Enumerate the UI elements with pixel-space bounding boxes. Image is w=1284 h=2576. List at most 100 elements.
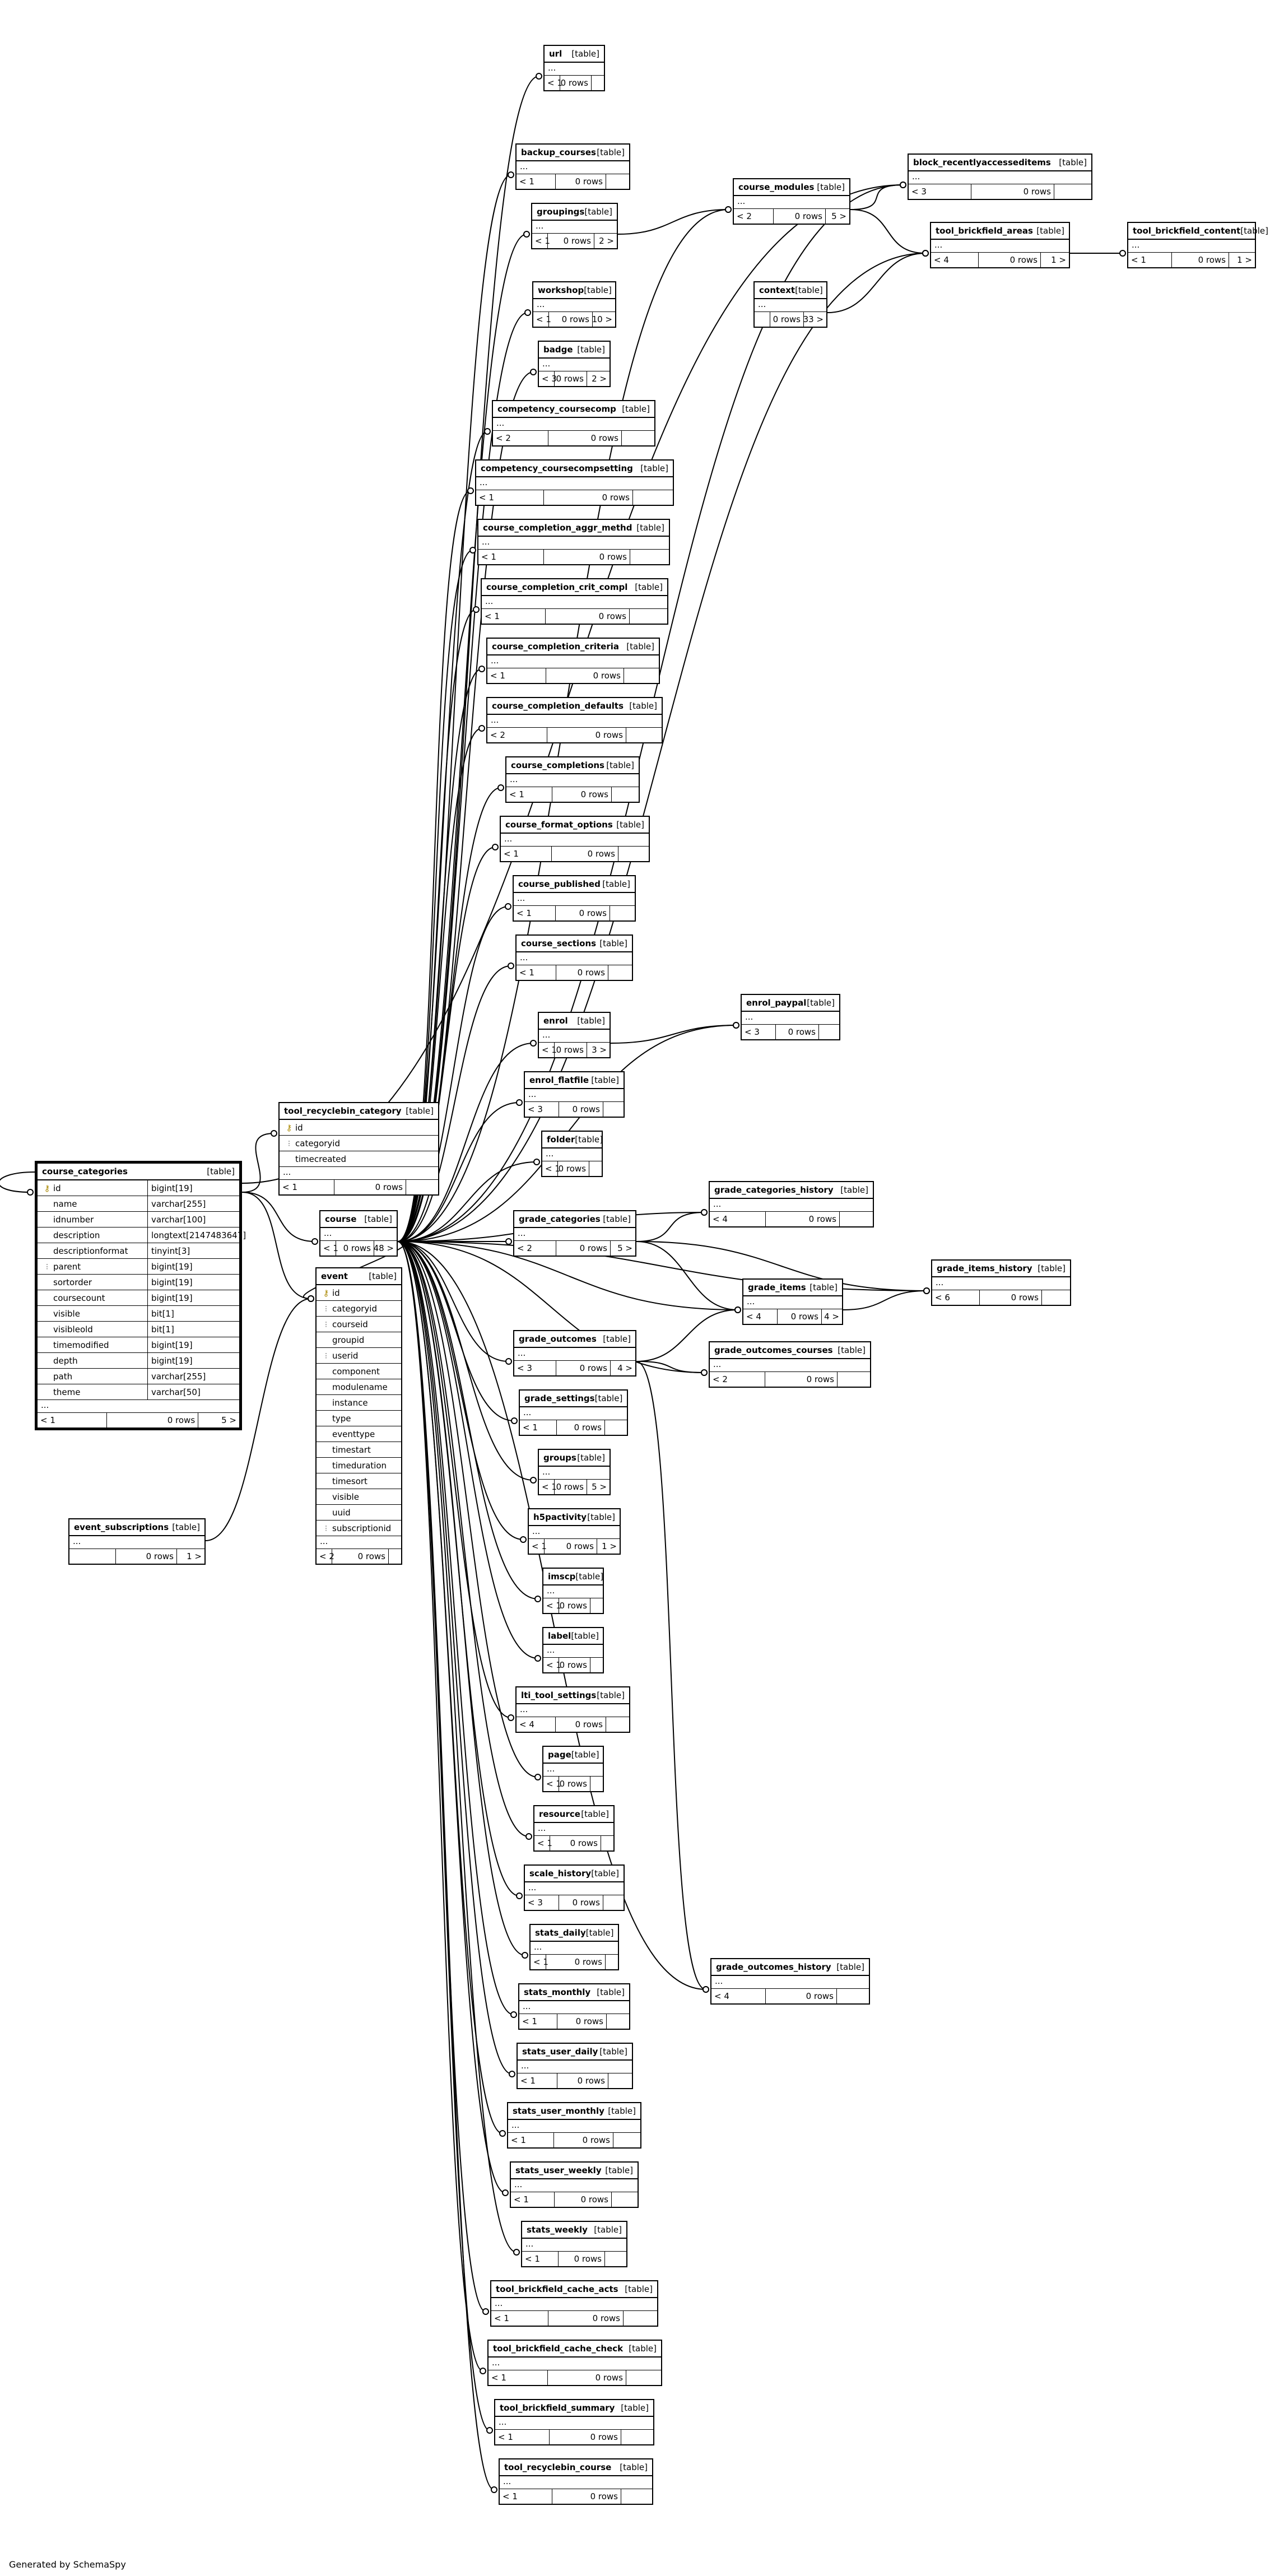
table-header[interactable]: stats_user_monthly[table] [508, 2103, 640, 2120]
table-header[interactable]: grade_settings[table] [520, 1391, 627, 1407]
table-header[interactable]: lti_tool_settings[table] [517, 1687, 629, 1704]
table-header[interactable]: badge[table] [539, 342, 610, 359]
table-name[interactable]: stats_user_daily [522, 2047, 598, 2057]
column-row[interactable]: component [317, 1364, 401, 1379]
table-name[interactable]: groups [543, 1453, 576, 1463]
column-row[interactable]: timecreated [280, 1151, 438, 1167]
table-header[interactable]: competency_coursecompsetting[table] [476, 461, 673, 477]
table-name[interactable]: grade_outcomes_history [716, 1962, 831, 1972]
table-header[interactable]: stats_weekly[table] [522, 2222, 626, 2239]
table-header[interactable]: enrol_paypal[table] [742, 995, 839, 1012]
table-name[interactable]: course_completion_crit_compl [486, 582, 628, 592]
table-name[interactable]: context [759, 285, 795, 295]
table-name[interactable]: tool_brickfield_summary [500, 2403, 615, 2413]
table-header[interactable]: grade_items[table] [743, 1280, 842, 1296]
table-header[interactable]: grade_categories[table] [514, 1211, 635, 1228]
table-header[interactable]: resource[table] [534, 1806, 613, 1823]
column-row[interactable]: instance [317, 1395, 401, 1411]
table-header[interactable]: course_categories[table] [38, 1164, 239, 1180]
table-name[interactable]: grade_categories [519, 1214, 601, 1224]
column-row[interactable]: ⚷id [317, 1285, 401, 1301]
table-header[interactable]: workshop[table] [533, 282, 615, 299]
table-header[interactable]: label[table] [543, 1628, 603, 1645]
table-header[interactable]: groups[table] [539, 1450, 610, 1467]
column-row[interactable]: ⁝userid [317, 1348, 401, 1364]
column-row[interactable]: ⁝categoryid [317, 1301, 401, 1317]
table-header[interactable]: tool_brickfield_summary[table] [495, 2400, 653, 2417]
table-name[interactable]: backup_courses [521, 147, 596, 157]
table-name[interactable]: grade_categories_history [714, 1185, 834, 1195]
table-header[interactable]: course_completion_crit_compl[table] [482, 579, 667, 596]
table-header[interactable]: grade_outcomes[table] [514, 1331, 635, 1348]
column-row[interactable]: ⁝subscriptionid [317, 1521, 401, 1536]
column-row[interactable]: groupid [317, 1332, 401, 1348]
table-name[interactable]: groupings [537, 207, 585, 217]
table-name[interactable]: stats_monthly [524, 1987, 591, 1997]
table-header[interactable]: groupings[table] [532, 204, 617, 221]
column-row[interactable]: uuid [317, 1505, 401, 1521]
table-tool-recyclebin-category[interactable]: tool_recyclebin_category[table]⚷id⁝categ… [278, 1102, 439, 1196]
table-name[interactable]: grade_outcomes_courses [714, 1345, 833, 1355]
table-header[interactable]: stats_daily[table] [531, 1925, 618, 1942]
table-header[interactable]: event_subscriptions[table] [69, 1519, 204, 1536]
table-header[interactable]: competency_coursecomp[table] [493, 401, 654, 418]
table-name[interactable]: block_recentlyaccesseditems [913, 157, 1051, 168]
table-name[interactable]: grade_settings [524, 1393, 595, 1403]
table-header[interactable]: tool_brickfield_content[table] [1128, 223, 1268, 240]
table-header[interactable]: scale_history[table] [525, 1866, 624, 1882]
table-name[interactable]: label [548, 1631, 571, 1641]
table-header[interactable]: imscp[table] [543, 1569, 603, 1585]
table-name[interactable]: tool_recyclebin_category [284, 1106, 402, 1116]
table-name[interactable]: tool_brickfield_areas [936, 226, 1033, 236]
table-block-recentlyaccesseditems[interactable]: block_recentlyaccesseditems[table]...< 3… [908, 154, 1092, 200]
table-name[interactable]: resource [539, 1809, 580, 1819]
table-header[interactable]: course_completions[table] [506, 757, 639, 774]
table-header[interactable]: folder[table] [542, 1132, 603, 1148]
table-name[interactable]: course_completion_criteria [492, 641, 619, 652]
column-row[interactable]: ⚷id [280, 1120, 438, 1136]
table-header[interactable]: course[table] [320, 1211, 397, 1228]
table-name[interactable]: url [549, 49, 562, 59]
table-header[interactable]: tool_recyclebin_category[table] [280, 1103, 438, 1120]
table-name[interactable]: scale_history [529, 1868, 592, 1878]
table-tool-brickfield-cache-check[interactable]: tool_brickfield_cache_check[table]...< 1… [487, 2340, 662, 2386]
table-name[interactable]: lti_tool_settings [521, 1690, 597, 1700]
table-name[interactable]: event_subscriptions [74, 1522, 169, 1532]
table-header[interactable]: course_completion_aggr_methd[table] [478, 520, 669, 537]
table-name[interactable]: grade_outcomes [519, 1334, 597, 1344]
table-name[interactable]: stats_user_weekly [515, 2165, 602, 2175]
table-name[interactable]: page [548, 1750, 571, 1760]
table-header[interactable]: tool_brickfield_areas[table] [931, 223, 1069, 240]
table-name[interactable]: folder [547, 1134, 575, 1145]
